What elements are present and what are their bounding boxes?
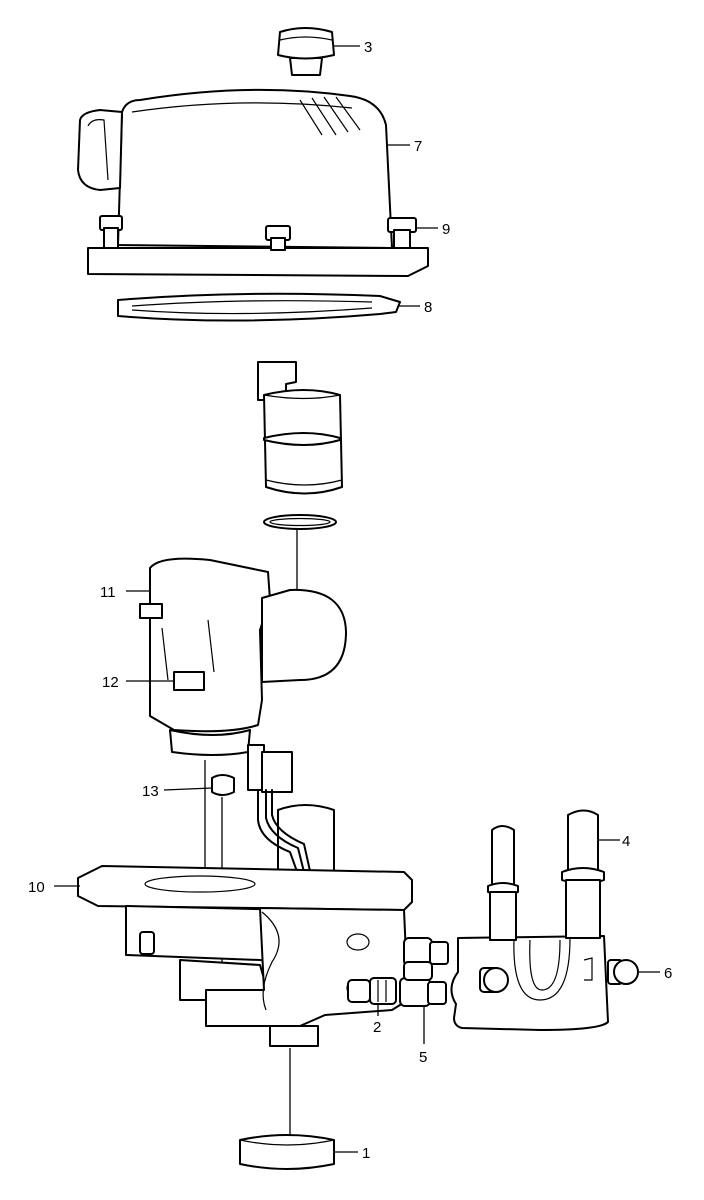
part-5-fitting — [399, 977, 447, 1007]
part-2-fitting — [347, 977, 397, 1005]
part-4-manifold — [450, 809, 609, 1031]
part-10-main-body — [77, 865, 413, 1047]
callout-10: 10 — [28, 879, 45, 896]
callout-8: 8 — [424, 299, 432, 316]
callout-5: 5 — [419, 1049, 427, 1066]
part-8-gasket — [117, 292, 401, 322]
part-3-cap — [277, 27, 335, 76]
o-ring — [263, 514, 337, 530]
leader-lines — [54, 45, 660, 1153]
callout-12: 12 — [102, 674, 119, 691]
callout-13: 13 — [142, 783, 159, 800]
callout-2: 2 — [373, 1019, 381, 1036]
callout-9: 9 — [442, 221, 450, 238]
part-1-bottom-cap — [239, 1134, 335, 1170]
part-7-housing-cover — [77, 88, 429, 277]
callout-11: 11 — [100, 584, 116, 601]
part-6-screw — [607, 959, 639, 985]
callout-3: 3 — [364, 39, 372, 56]
connector-plug — [247, 744, 335, 889]
callout-7: 7 — [414, 138, 422, 155]
callout-1: 1 — [362, 1145, 370, 1162]
callout-6: 6 — [664, 965, 672, 982]
part-13-nut — [211, 774, 235, 796]
upper-fittings — [403, 937, 449, 981]
part-11-valve-body — [139, 557, 347, 756]
callout-4: 4 — [622, 833, 630, 850]
sensor-module — [257, 361, 343, 495]
